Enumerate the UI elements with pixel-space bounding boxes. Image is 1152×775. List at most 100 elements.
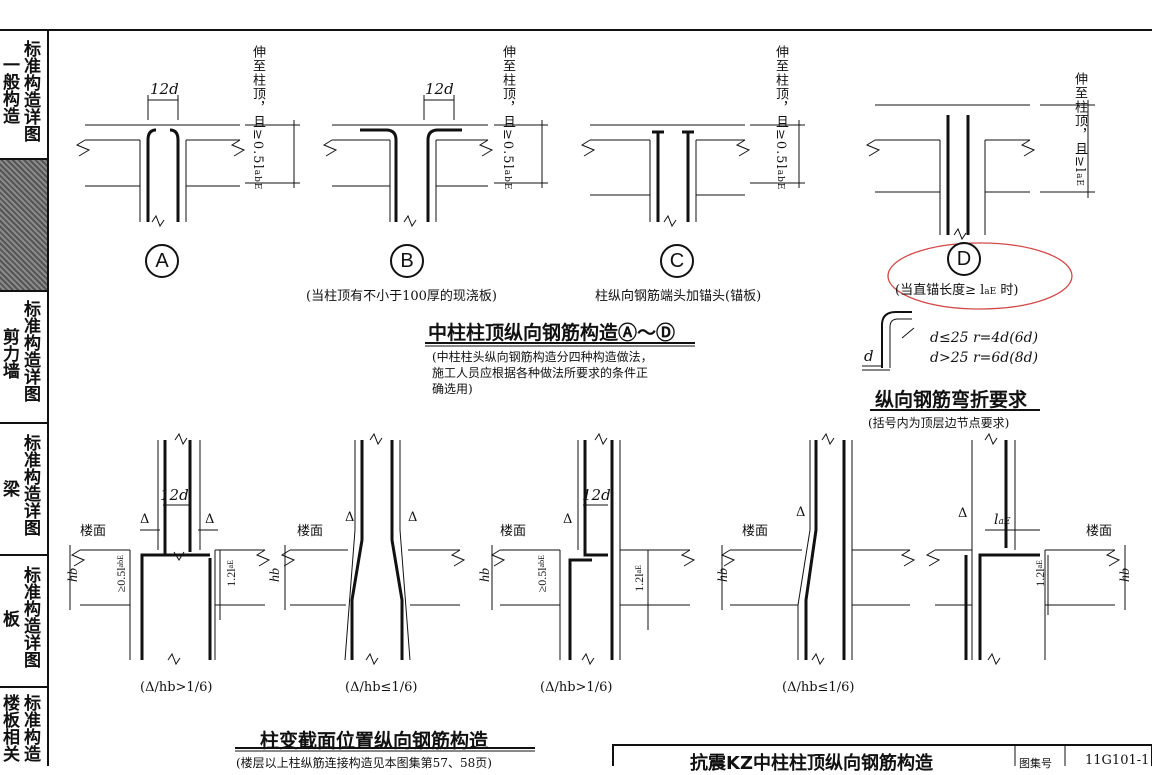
bend-rule-1: d≤25 r=4d(6d) bbox=[930, 330, 1039, 346]
detail-b-label: B bbox=[390, 244, 424, 278]
offset-detail-1-drawing bbox=[69, 432, 271, 666]
sidebar-tab-general[interactable] bbox=[0, 30, 48, 160]
offset-3-v12: 1.2laE bbox=[632, 565, 647, 592]
detail-d-ext-label: 伸至柱顶，且≥laE bbox=[1070, 72, 1089, 187]
detail-d-caption-text: (当直锚长度≥ l bbox=[895, 283, 985, 298]
offset-4-hb: hb bbox=[716, 568, 731, 582]
offset-1-v12: 1.2laE bbox=[224, 560, 239, 587]
sidebar-tab-shear-wall-col2: 标准构造详图 bbox=[24, 300, 41, 405]
sidebar-tab-general-col2: 标准构造详图 bbox=[24, 40, 41, 145]
detail-a-ext-sub: abE bbox=[252, 169, 262, 191]
offset-4-caption: (Δ/hb≤1/6) bbox=[782, 680, 855, 695]
offset-4-delta: Δ bbox=[796, 505, 806, 520]
offset-2-caption: (Δ/hb≤1/6) bbox=[345, 680, 418, 695]
bend-d-label: d bbox=[864, 347, 874, 365]
sidebar-tab-beam-col1: 梁 bbox=[3, 480, 20, 500]
offset-1-v12-text: 1.2l bbox=[224, 568, 238, 587]
detail-a-drawing bbox=[75, 95, 300, 228]
offset-3-caption: (Δ/hb>1/6) bbox=[540, 680, 613, 695]
sidebar-tab-shear-wall[interactable] bbox=[0, 292, 48, 424]
top-main-title: 中柱柱顶纵向钢筋构造Ⓐ～Ⓓ bbox=[428, 322, 676, 344]
sidebar-tab-beam-col2: 标准构造详图 bbox=[24, 434, 41, 539]
offset-1-v12-sub: aE bbox=[226, 560, 235, 569]
top-note-line-2: 施工人员应根据各种做法所要求的条件正 bbox=[432, 366, 649, 380]
detail-d-ext-text: 伸至柱顶，且≥l bbox=[1072, 72, 1087, 174]
detail-c-ext-sub: abE bbox=[775, 169, 785, 191]
offset-3-v12-text: 1.2l bbox=[632, 573, 646, 592]
detail-d-caption-sub: aE bbox=[984, 287, 997, 297]
bend-note: (括号内为顶层边节点要求) bbox=[868, 416, 1010, 430]
detail-d-drawing bbox=[865, 100, 1095, 310]
detail-a-dim-12d: 12d bbox=[150, 80, 179, 98]
detail-d-caption-end: 时) bbox=[996, 283, 1019, 298]
offset-3-v05-sub: abE bbox=[537, 555, 546, 568]
offset-detail-3-drawing bbox=[490, 432, 696, 666]
sidebar-tab-slab-col1: 板 bbox=[3, 610, 20, 630]
detail-b-caption: (当柱顶有不小于100厚的现浇板) bbox=[306, 289, 497, 304]
offset-2-floor-label: 楼面 bbox=[297, 524, 324, 539]
title-block-title: 抗震KZ中柱柱顶纵向钢筋构造 bbox=[690, 753, 933, 774]
offset-1-delta-right: Δ bbox=[205, 512, 215, 527]
offset-3-delta: Δ bbox=[563, 512, 573, 527]
offset-3-floor-label: 楼面 bbox=[500, 524, 527, 539]
sidebar-tab-beam[interactable] bbox=[0, 424, 48, 556]
top-note-line-1: (中柱柱头纵向钢筋构造分四种构造做法， bbox=[432, 350, 653, 364]
offset-3-v05-text: ≥0.5l bbox=[535, 567, 549, 593]
offset-3-hb: hb bbox=[478, 568, 493, 582]
sidebar-tab-slab-related-col2: 标准构造 bbox=[24, 694, 41, 765]
sidebar-tab-slab-related-col1: 楼板相关 bbox=[3, 694, 20, 765]
offset-1-v05-text: ≥0.5l bbox=[114, 567, 128, 593]
offset-5-lae-text: l bbox=[994, 512, 999, 528]
offset-1-v05: ≥0.5labE bbox=[114, 555, 129, 592]
detail-c-ext-text: 伸至柱顶，且≥0.5l bbox=[773, 45, 788, 170]
detail-a-ext-text: 伸至柱顶，且≥0.5l bbox=[250, 45, 265, 170]
offset-1-v05-sub: abE bbox=[116, 555, 125, 568]
offset-1-delta-left: Δ bbox=[140, 512, 150, 527]
detail-d-caption: (当直锚长度≥ laE 时) bbox=[895, 279, 1018, 298]
offset-2-hb: hb bbox=[268, 568, 283, 582]
sidebar-tab-slab-col2: 标准构造详图 bbox=[24, 566, 41, 671]
offset-5-hb: hb bbox=[1118, 568, 1133, 582]
detail-a-label: A bbox=[145, 244, 179, 278]
offset-detail-4-drawing bbox=[720, 432, 916, 666]
title-block-atlas-no: 11G101-1 bbox=[1085, 753, 1150, 768]
bottom-main-note: (楼层以上柱纵筋连接构造见本图集第57、58页) bbox=[236, 756, 492, 770]
bend-rule-2: d>25 r=6d(8d) bbox=[930, 350, 1039, 366]
detail-c-drawing bbox=[580, 120, 805, 228]
offset-5-lae: laE bbox=[994, 512, 1010, 528]
offset-3-v12-sub: aE bbox=[634, 565, 643, 574]
detail-c-label: C bbox=[660, 244, 694, 278]
offset-2-delta-right: Δ bbox=[408, 510, 418, 525]
offset-1-hb: hb bbox=[66, 568, 81, 582]
detail-b-ext-sub: abE bbox=[502, 169, 512, 191]
bend-diagram-drawing bbox=[862, 311, 915, 371]
sidebar-tab-general-col1: 一般构造 bbox=[3, 56, 20, 127]
offset-5-delta: Δ bbox=[958, 506, 968, 521]
offset-3-v05: ≥0.5labE bbox=[535, 555, 550, 592]
sidebar-tab-shear-wall-col1: 剪力墙 bbox=[3, 328, 20, 382]
sidebar-tab-column-active[interactable] bbox=[0, 160, 48, 292]
offset-5-floor-label: 楼面 bbox=[1086, 524, 1113, 539]
offset-1-dim-12d: 12d bbox=[160, 486, 189, 504]
detail-a-ext-label: 伸至柱顶，且≥0.5labE bbox=[248, 45, 267, 190]
sidebar-tab-slab[interactable] bbox=[0, 556, 48, 688]
title-block-atlas-label: 图集号 bbox=[1019, 757, 1052, 770]
offset-2-delta-left: Δ bbox=[345, 510, 355, 525]
offset-5-lae-sub: aE bbox=[998, 517, 1011, 527]
detail-b-drawing bbox=[322, 95, 548, 228]
top-note-line-3: 确选用) bbox=[432, 382, 473, 396]
detail-b-ext-label: 伸至柱顶，且≥0.5labE bbox=[498, 45, 517, 190]
detail-b-dim-12d: 12d bbox=[425, 80, 454, 98]
offset-1-caption: (Δ/hb>1/6) bbox=[140, 680, 213, 695]
detail-c-caption: 柱纵向钢筋端头加锚头(锚板) bbox=[595, 289, 762, 304]
offset-detail-5-drawing bbox=[925, 432, 1126, 666]
offset-3-dim-12d: 12d bbox=[582, 486, 611, 504]
offset-4-floor-label: 楼面 bbox=[742, 524, 769, 539]
offset-5-v12-text: 1.2l bbox=[1033, 568, 1047, 587]
offset-5-v12-sub: aE bbox=[1035, 560, 1044, 569]
offset-5-v12: 1.2laE bbox=[1033, 560, 1048, 587]
bend-title: 纵向钢筋弯折要求 bbox=[875, 389, 1028, 411]
offset-detail-2-drawing bbox=[280, 432, 466, 666]
detail-d-label: D bbox=[947, 242, 981, 276]
